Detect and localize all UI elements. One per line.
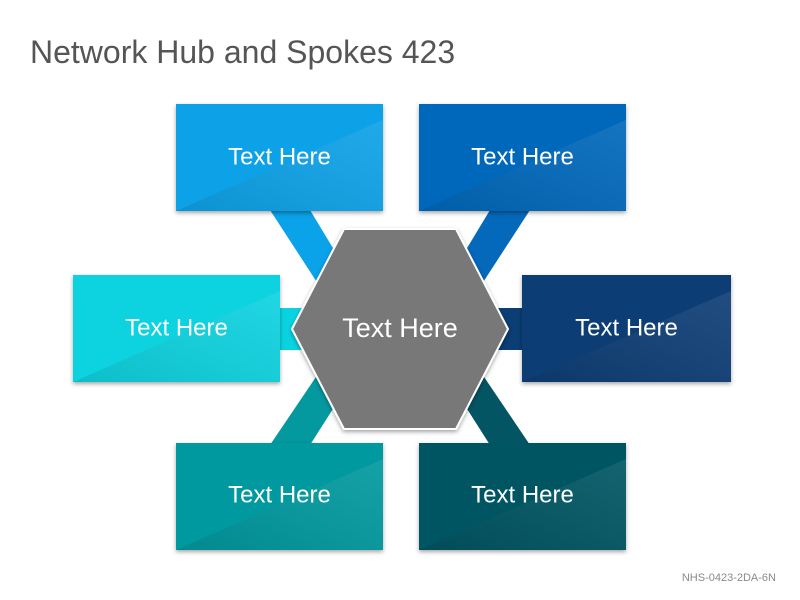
node-sheen — [73, 291, 280, 382]
node-label: Text Here — [575, 314, 678, 341]
hub-hexagon — [290, 228, 510, 430]
node-label: Text Here — [228, 143, 331, 170]
node-bottom-left: Text Here — [176, 443, 383, 550]
hub: Text Here — [290, 228, 510, 430]
node-sheen — [419, 120, 626, 211]
node-top-right: Text Here — [419, 104, 626, 211]
node-sheen — [176, 120, 383, 211]
node-sheen — [522, 291, 731, 382]
node-bottom-right: Text Here — [419, 443, 626, 550]
node-middle-right: Text Here — [522, 275, 731, 382]
page-title: Network Hub and Spokes 423 — [30, 34, 456, 70]
node-sheen — [176, 459, 383, 550]
node-label: Text Here — [228, 481, 331, 508]
node-top-left: Text Here — [176, 104, 383, 211]
node-middle-left: Text Here — [73, 275, 280, 382]
footer-code: NHS-0423-2DA-6N — [681, 572, 776, 584]
node-label: Text Here — [125, 314, 228, 341]
hub-label: Text Here — [342, 313, 458, 343]
node-sheen — [419, 459, 626, 550]
node-label: Text Here — [471, 481, 574, 508]
node-label: Text Here — [471, 143, 574, 170]
